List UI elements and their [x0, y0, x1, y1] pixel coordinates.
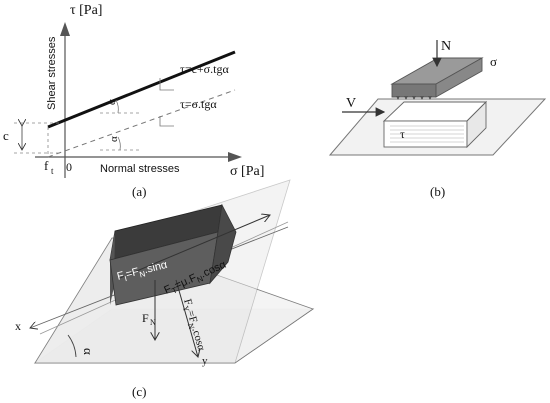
- fn-sub: N: [150, 318, 156, 327]
- pressure-arrows: [396, 96, 432, 100]
- block-side: [209, 203, 237, 285]
- panel-b: τ N σ V (b): [328, 39, 547, 199]
- ft-label: f: [44, 158, 49, 173]
- y-axis-title: τ [Pa]: [70, 3, 102, 18]
- line-strength-no-cohesion: [47, 89, 236, 158]
- y-axis-arrow-icon: [60, 22, 70, 36]
- line-strength-with-cohesion: [47, 50, 236, 129]
- angle-label-1: α: [106, 99, 118, 105]
- panel-b-label: (b): [430, 184, 445, 199]
- slope-step-1: [159, 78, 174, 91]
- x-axis-title: σ [Pa]: [230, 164, 264, 179]
- panel-a-label: (a): [132, 184, 146, 199]
- lower-block-side: [466, 100, 487, 149]
- angle-arc-2: [117, 136, 121, 151]
- ft-sub: t: [51, 166, 54, 176]
- force1-label: FI=FN.sinα: [116, 259, 170, 285]
- n-label: N: [441, 39, 451, 54]
- inclined-plane: [34, 237, 314, 364]
- cohesion-label: c: [3, 128, 9, 143]
- shear-hatching: [390, 125, 464, 143]
- v-label: V: [346, 96, 356, 111]
- x-axis-arrow-icon: [228, 152, 242, 162]
- line1-label: τ=c+σ.tgα: [180, 62, 229, 76]
- friction-arrow: [119, 215, 270, 279]
- x-axis-label: Normal stresses: [100, 163, 180, 175]
- panel-c-label: (c): [132, 384, 146, 399]
- angle-label-2: α: [108, 136, 120, 142]
- zero-label: 0: [66, 160, 72, 174]
- line2-label: τ=σ.tgα: [180, 97, 217, 111]
- sigma-label: σ: [490, 54, 497, 69]
- y-axis-label: Shear stresses: [46, 36, 58, 110]
- panel-c: x F N FY=FN.cosα y FI=FN.sinα FT=μ.FN.co…: [15, 179, 315, 399]
- x-axis-letter: x: [15, 319, 21, 333]
- slope-angle-label: α: [81, 348, 96, 355]
- upper-block-front: [391, 83, 437, 98]
- slope-step-2: [159, 116, 174, 127]
- slope-angle-arc: [67, 334, 77, 358]
- fn-label: F: [142, 311, 149, 325]
- y-axis-letter: y: [202, 355, 208, 367]
- normal-component-arrow: [175, 279, 198, 357]
- angle-arc-1: [115, 99, 119, 114]
- panel-a: τ [Pa] Shear stresses σ [Pa] Normal stre…: [3, 3, 264, 199]
- tau-label: τ: [400, 127, 405, 141]
- upper-block-side: [435, 57, 483, 98]
- force3-label: FY=FN.cosα: [179, 298, 207, 353]
